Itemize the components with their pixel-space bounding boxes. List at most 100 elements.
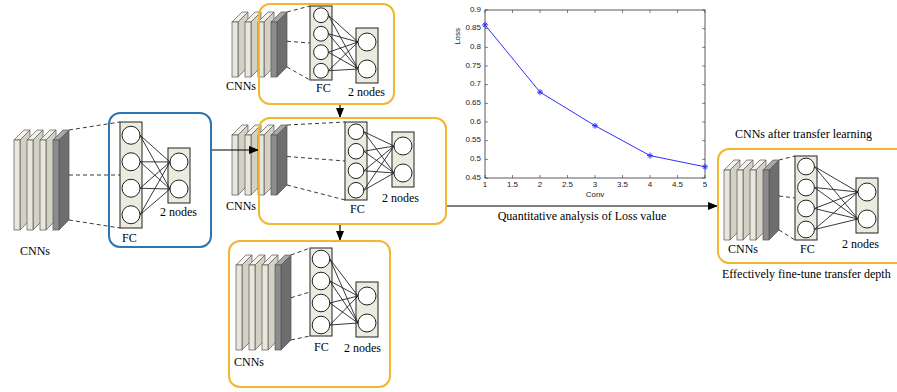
node-label: 2 nodes: [344, 342, 381, 355]
y-tick: [485, 84, 488, 85]
x-tick: [567, 175, 568, 178]
connection-line: [814, 219, 858, 230]
y-tick: [702, 84, 705, 85]
layer-top: [14, 130, 30, 140]
neuron: [858, 210, 876, 228]
connection-line: [814, 188, 858, 220]
axis-label: Conv: [586, 191, 605, 200]
layer-top: [724, 160, 740, 170]
layer-face: [271, 135, 277, 195]
fc-layer: [120, 122, 142, 228]
connection-line: [140, 135, 170, 162]
layer-face: [724, 170, 730, 240]
connection-line: [140, 162, 170, 189]
neuron: [358, 314, 376, 332]
dashed-link: [291, 248, 310, 255]
layer-top: [258, 12, 274, 22]
y-tick: [485, 122, 488, 123]
y-tick: [702, 140, 705, 141]
connection-line: [140, 161, 170, 162]
connection-line: [140, 135, 170, 189]
y-tick: [702, 159, 705, 160]
text-label: CNNs: [226, 80, 256, 93]
layer-top: [232, 12, 248, 22]
connection-line: [330, 281, 358, 323]
dashed-link: [69, 220, 120, 228]
neuron: [314, 26, 329, 41]
x-tick: [485, 10, 486, 13]
output-layer: [856, 178, 878, 233]
dashed-link: [779, 230, 795, 240]
layer-face: [40, 140, 46, 230]
connection-line: [328, 15, 358, 42]
layer-top: [249, 255, 265, 265]
transfer-group-box: FC2 nodes: [258, 3, 395, 105]
neuron: [798, 200, 815, 217]
dashed-link: [287, 122, 345, 125]
fc-layer: [310, 6, 332, 80]
axis-label: 0.65: [465, 99, 481, 108]
dashed-link: [287, 6, 310, 12]
node-label: CNNs: [234, 356, 264, 369]
connection-line: [328, 34, 358, 42]
neuron: [798, 221, 815, 238]
data-point: [647, 153, 653, 159]
neuron: [122, 153, 140, 171]
connection-line: [330, 281, 358, 296]
connection-line: [328, 69, 358, 71]
layer-face: [271, 22, 277, 77]
axis-label: 3: [593, 181, 597, 190]
layer-face: [262, 265, 268, 350]
layer-face: [53, 140, 59, 230]
output-layer: [392, 132, 414, 187]
edge-label: Quantitative analysis of Loss value: [496, 210, 669, 223]
flow-arrow: [339, 105, 340, 117]
connection-line: [364, 146, 394, 190]
layer-top: [27, 130, 43, 140]
neuron: [348, 143, 364, 159]
connection-line: [814, 192, 858, 230]
axis-label: 0.75: [465, 62, 481, 71]
dashed-link: [291, 292, 310, 298]
fc-group-box: FC2 nodes: [108, 112, 212, 248]
axis-label: 0.5: [470, 155, 481, 164]
y-tick: [485, 28, 488, 29]
axis-label: 5: [703, 181, 707, 190]
data-point: [702, 164, 708, 170]
axis-label: 4.5: [672, 181, 683, 190]
x-tick: [567, 10, 568, 13]
neuron: [394, 137, 412, 155]
connection-line: [330, 296, 358, 325]
layer-face: [236, 265, 242, 350]
x-tick: [650, 10, 651, 13]
y-tick: [485, 178, 488, 179]
neuron: [358, 33, 376, 51]
layer-side: [277, 125, 287, 195]
node-label: FC: [316, 82, 331, 95]
y-tick: [702, 28, 705, 29]
neuron: [122, 206, 140, 224]
data-point: [592, 123, 598, 129]
neuron: [348, 182, 364, 198]
axis-label: 0.6: [470, 118, 481, 127]
y-tick: [702, 178, 705, 179]
neuron: [122, 179, 140, 197]
layer-face: [27, 140, 33, 230]
dashed-link: [69, 175, 120, 176]
neuron: [314, 45, 329, 60]
layer-face: [245, 135, 251, 195]
layer-face: [750, 170, 756, 240]
y-tick: [485, 103, 488, 104]
layer-face: [275, 265, 281, 350]
connection-line: [814, 192, 858, 209]
layer-side: [277, 12, 287, 77]
fc-layer: [795, 156, 817, 240]
y-tick: [485, 159, 488, 160]
neuron: [858, 183, 876, 201]
neuron: [122, 126, 140, 144]
output-layer: [168, 148, 190, 203]
connection-line: [814, 188, 858, 193]
data-point: [482, 22, 488, 28]
connection-line: [364, 151, 394, 173]
connection-line: [328, 42, 358, 52]
